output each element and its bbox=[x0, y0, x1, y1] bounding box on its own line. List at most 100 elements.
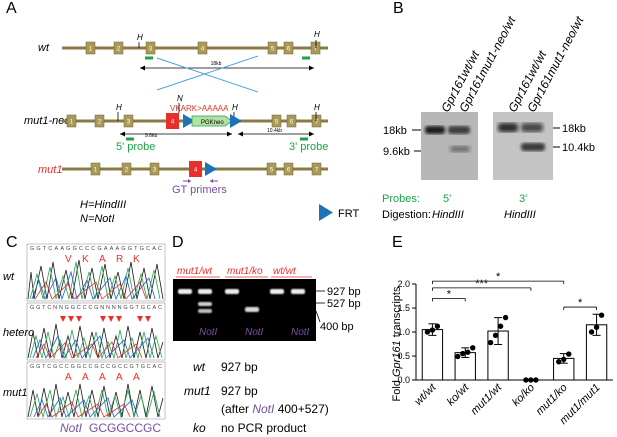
exon-number: 6 bbox=[290, 120, 294, 126]
exon-box bbox=[283, 41, 294, 55]
exon-number: 2 bbox=[125, 168, 129, 174]
exon-box bbox=[311, 162, 322, 176]
exon-box bbox=[310, 41, 321, 55]
exon-box bbox=[283, 162, 294, 176]
panel-label-c: C bbox=[6, 234, 18, 251]
blot-band bbox=[521, 143, 545, 151]
data-point bbox=[429, 327, 436, 333]
exon-number: 1 bbox=[94, 168, 98, 174]
note-text: (after NotI 400+527) bbox=[221, 402, 329, 416]
enzyme-site-sequence: GCGGCCGC bbox=[89, 421, 161, 435]
exon-number: 6 bbox=[287, 47, 291, 53]
data-point bbox=[460, 350, 466, 357]
exon-number: 5 bbox=[275, 120, 279, 126]
amino-acid: A bbox=[116, 372, 123, 383]
data-point bbox=[588, 329, 595, 335]
y-axis-label: Fold Gpr161 transcripts bbox=[391, 286, 403, 401]
enzyme-site-name: NotI bbox=[60, 421, 83, 435]
amino-acid: V bbox=[65, 254, 72, 265]
chromatogram-figure: wt hetero mut1 GGTCAAGGCCCGAAAGGTGCAC GG… bbox=[3, 243, 166, 435]
hindiii-site: H bbox=[116, 103, 122, 112]
data-point bbox=[523, 377, 529, 383]
y-tick-label: 0.0 bbox=[397, 375, 410, 385]
exon-number: 6 bbox=[287, 168, 291, 174]
x-tick-label: wt/wt bbox=[412, 381, 439, 408]
note-text: 927 bp bbox=[221, 384, 258, 398]
y-tick-label: 1.0 bbox=[397, 327, 410, 337]
data-point bbox=[492, 332, 499, 339]
hindiii-site: H bbox=[314, 103, 320, 112]
pgkneo-label: PGKneo bbox=[201, 120, 224, 126]
gel-enzyme-label: NotI bbox=[291, 327, 310, 338]
exon-box bbox=[94, 114, 105, 128]
note-genotype: mut1 bbox=[184, 384, 211, 398]
sequence-text: GGTCGCCGGCCGCCGCCGTGCAC bbox=[30, 364, 162, 370]
digestion-label: Digestion: bbox=[382, 209, 431, 221]
crossover-line bbox=[156, 57, 259, 93]
probe-3-label: 3' probe bbox=[289, 141, 328, 153]
transcript-bar-chart: Fold Gpr161 transcripts 0.00.51.01.52.0w… bbox=[391, 271, 613, 427]
exon-box bbox=[286, 114, 297, 128]
exon-number: 2 bbox=[98, 120, 102, 126]
exon-box bbox=[266, 162, 277, 176]
gel-group-label: wt/wt bbox=[273, 266, 297, 277]
legend-frt: FRT bbox=[338, 208, 359, 220]
amino-acid: K bbox=[133, 254, 140, 265]
data-point bbox=[487, 339, 494, 346]
marker-label: 10.4kb bbox=[562, 142, 595, 154]
exon-box bbox=[267, 41, 278, 55]
amino-acid: A bbox=[99, 372, 106, 383]
pgkneo-cassette bbox=[191, 115, 233, 127]
data-point bbox=[434, 323, 441, 329]
significance-label: * bbox=[496, 271, 501, 283]
data-point bbox=[593, 324, 600, 330]
frt-icon bbox=[230, 114, 242, 128]
exon-box bbox=[66, 114, 77, 128]
note-text: 927 bp bbox=[221, 360, 258, 374]
pcr-gel-figure: mut1/wt mut1/ko wt/wt NotI NotI NotI 927… bbox=[173, 266, 361, 435]
chromatogram-label: hetero bbox=[3, 327, 34, 339]
panel-label-b: B bbox=[393, 0, 404, 17]
chromatogram-box bbox=[26, 243, 166, 302]
data-point bbox=[556, 359, 562, 365]
gel-band bbox=[291, 289, 305, 294]
ladder-label: 927 bp bbox=[327, 286, 361, 298]
note-genotype: ko bbox=[193, 421, 206, 435]
panel-label-a: A bbox=[6, 0, 17, 17]
exon-number: 2 bbox=[117, 47, 121, 53]
amino-acid: A bbox=[133, 372, 140, 383]
probe-value: 5' bbox=[443, 193, 451, 205]
mutant-exon bbox=[189, 161, 202, 177]
blot-band bbox=[521, 123, 543, 132]
blot-band bbox=[498, 123, 518, 132]
data-point bbox=[561, 356, 567, 363]
significance-label: * bbox=[578, 297, 583, 309]
bar bbox=[421, 329, 444, 381]
gel-group-label: mut1/wt bbox=[177, 266, 213, 277]
allele-label-mut1neo: mut1-neo bbox=[24, 115, 70, 127]
blot-band bbox=[448, 126, 470, 134]
x-tick-label: mut1/wt bbox=[468, 381, 504, 417]
allele-diagram: wt 1 2 3 4 5 6 7 H H 18kb mut1-neo bbox=[24, 30, 359, 225]
sequence-text: GGTCNNGGCCCGNNNNGGTGCAC bbox=[30, 305, 162, 311]
amino-acid: R bbox=[116, 254, 123, 265]
exon-number: 3 bbox=[149, 47, 153, 53]
exon-number: 5 bbox=[271, 47, 275, 53]
y-tick-label: 0.5 bbox=[397, 351, 410, 361]
data-point bbox=[424, 329, 431, 335]
gt-primers-label: GT primers bbox=[172, 184, 227, 196]
exon-number: 1 bbox=[70, 120, 74, 126]
distance-label: 18kb bbox=[211, 61, 222, 67]
exon-number: 3 bbox=[127, 120, 131, 126]
digestion-value: HindIII bbox=[504, 209, 536, 221]
exon-box bbox=[197, 41, 208, 55]
exon-number: 1 bbox=[89, 47, 93, 53]
blot-band bbox=[425, 126, 445, 134]
amino-acid: K bbox=[82, 254, 89, 265]
blot-5prime bbox=[421, 112, 478, 180]
data-point bbox=[502, 314, 509, 321]
note-text: no PCR product bbox=[221, 421, 307, 435]
exon-box bbox=[271, 114, 282, 128]
exon-box bbox=[311, 114, 322, 128]
data-point bbox=[566, 351, 572, 357]
